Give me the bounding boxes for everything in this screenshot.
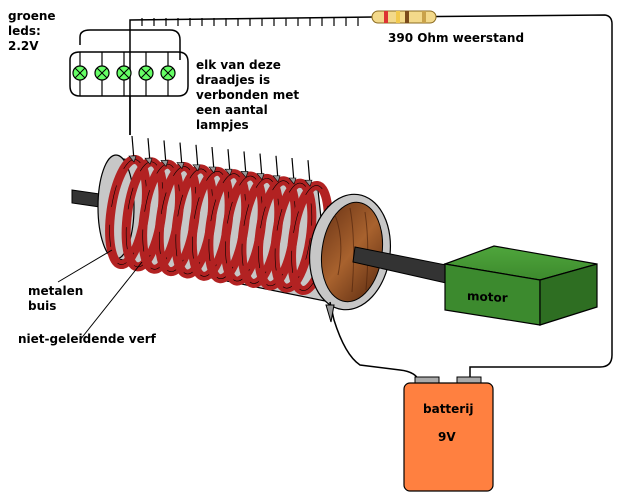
contact-wire [272, 155, 281, 183]
wire-ticks [141, 18, 359, 26]
contact-wire [128, 135, 137, 163]
led-symbol-icon [160, 52, 176, 96]
led-symbol-icon [94, 52, 110, 96]
contact-wire [192, 144, 201, 172]
label-contact-wires: elk van deze draadjes is verbonden met e… [196, 58, 300, 132]
resistor-icon [371, 10, 437, 24]
tube-end [308, 193, 392, 311]
brush-tip [325, 304, 335, 323]
brush-wire [329, 301, 421, 385]
led-group-wiring [69, 51, 189, 135]
led-symbol-icon [116, 52, 132, 96]
contact-wires [128, 135, 313, 187]
leader-lines [57, 249, 143, 341]
axle [71, 189, 101, 208]
label-paint: niet-geleidende verf [18, 332, 156, 346]
contact-wire [256, 153, 265, 181]
paint-band [270, 178, 317, 293]
led-symbol-icon [138, 52, 154, 96]
contact-wire [160, 140, 169, 168]
contact-wire [176, 142, 185, 170]
label-green-leds: groene leds: 2.2V [8, 9, 56, 53]
label-metal-tube: metalen buis [28, 284, 84, 313]
label-motor: motor [467, 288, 508, 306]
contact-wire [208, 146, 217, 174]
contact-wire [288, 157, 297, 185]
contact-wire [224, 149, 233, 176]
led-symbol-icon [72, 52, 88, 96]
contact-wire [240, 151, 249, 179]
battery [403, 376, 494, 492]
label-battery: batterij [423, 402, 474, 416]
motor-box [442, 245, 598, 326]
led-row [72, 52, 176, 96]
label-resistor: 390 Ohm weerstand [388, 31, 525, 45]
label-voltage: 9V [438, 430, 456, 444]
contact-wire [144, 138, 153, 165]
contact-wire [304, 160, 313, 187]
